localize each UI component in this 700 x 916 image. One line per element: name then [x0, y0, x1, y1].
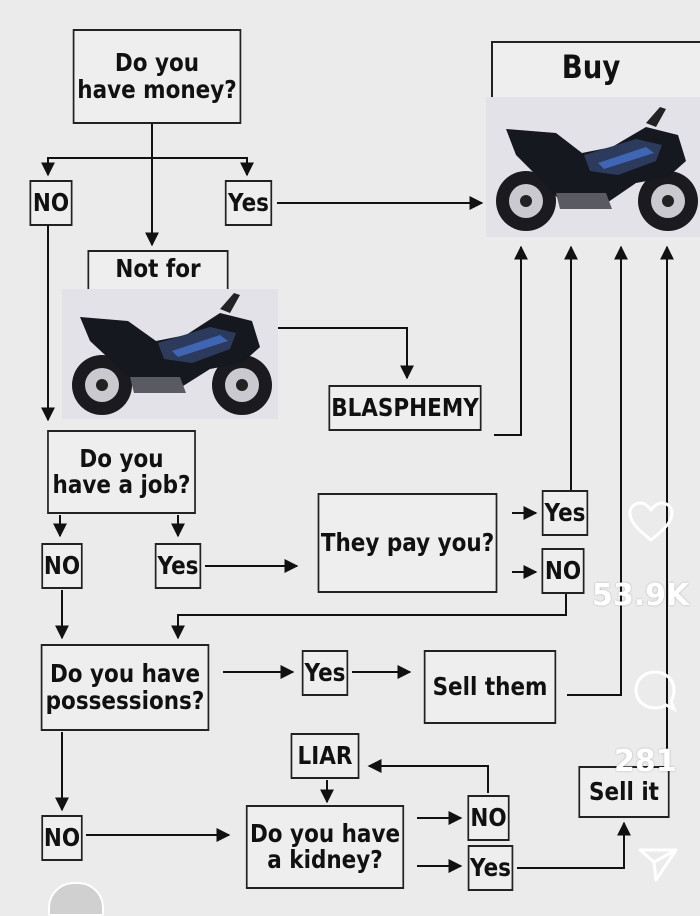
- answer-yes-pay-text: Yes: [544, 497, 586, 527]
- like-count: 53.9K: [592, 578, 690, 613]
- answer-yes-job: Yes: [154, 543, 202, 589]
- sell-it-text: Sell it: [589, 776, 659, 806]
- comment-icon: [634, 670, 677, 713]
- question-they-pay: They pay you?: [317, 493, 498, 593]
- not-for-text: Not for: [115, 254, 201, 283]
- share-button[interactable]: [636, 844, 680, 884]
- question-have-possessions: Do you have possessions?: [40, 644, 210, 731]
- answer-no-job-text: NO: [43, 550, 81, 580]
- answer-yes-money: Yes: [224, 180, 273, 226]
- flowchart-connectors: [41, 124, 674, 873]
- answer-yes-kidney-text: Yes: [470, 852, 511, 882]
- answer-yes-job-text: Yes: [157, 550, 199, 580]
- answer-yes-pay: Yes: [541, 490, 589, 536]
- comment-count: 281: [614, 744, 677, 779]
- motorcycle-icon: [496, 107, 698, 231]
- question-have-job-text: Do you have a job?: [52, 443, 191, 499]
- buy-text: Buy: [561, 48, 621, 86]
- answer-no-kidney: NO: [467, 795, 510, 841]
- question-have-kidney-text: Do you have a kidney?: [249, 818, 401, 874]
- sell-them-box: Sell them: [423, 650, 557, 724]
- liar-box: LIAR: [290, 733, 360, 779]
- answer-no-job: NO: [41, 543, 83, 589]
- buy-motorcycle-image: [486, 97, 700, 237]
- sell-it-box: Sell it: [578, 766, 670, 818]
- sell-them-text: Sell them: [432, 671, 548, 701]
- motorcycle-icon: [72, 293, 272, 415]
- blasphemy-box: BLASPHEMY: [328, 385, 482, 431]
- answer-no-pay: NO: [541, 548, 585, 594]
- answer-yes-kidney: Yes: [467, 845, 514, 891]
- answer-yes-money-text: Yes: [228, 187, 269, 217]
- question-have-job: Do you have a job?: [47, 430, 196, 514]
- question-they-pay-text: They pay you?: [320, 527, 495, 557]
- blasphemy-text: BLASPHEMY: [331, 392, 479, 422]
- question-have-money: Do you have money?: [72, 29, 242, 124]
- answer-no-kidney-text: NO: [470, 802, 507, 832]
- answer-no-possessions-text: NO: [43, 822, 81, 852]
- heart-icon: [628, 501, 674, 542]
- question-have-kidney: Do you have a kidney?: [245, 805, 405, 889]
- answer-yes-possessions: Yes: [301, 650, 349, 696]
- question-have-money-text: Do you have money?: [77, 48, 237, 104]
- comment-button[interactable]: [632, 668, 678, 714]
- answer-no-money: NO: [29, 180, 73, 226]
- liar-text: LIAR: [297, 740, 353, 770]
- not-for-box: Not for: [87, 250, 229, 296]
- buy-box: Buy: [491, 41, 700, 101]
- like-button[interactable]: [626, 500, 676, 546]
- answer-no-pay-text: NO: [544, 555, 582, 585]
- question-have-possessions-text: Do you have possessions?: [45, 659, 205, 715]
- not-for-motorcycle-image: [62, 289, 278, 419]
- answer-no-money-text: NO: [32, 187, 70, 217]
- answer-no-possessions: NO: [41, 815, 83, 861]
- answer-yes-possessions-text: Yes: [304, 657, 346, 687]
- send-icon: [638, 848, 678, 882]
